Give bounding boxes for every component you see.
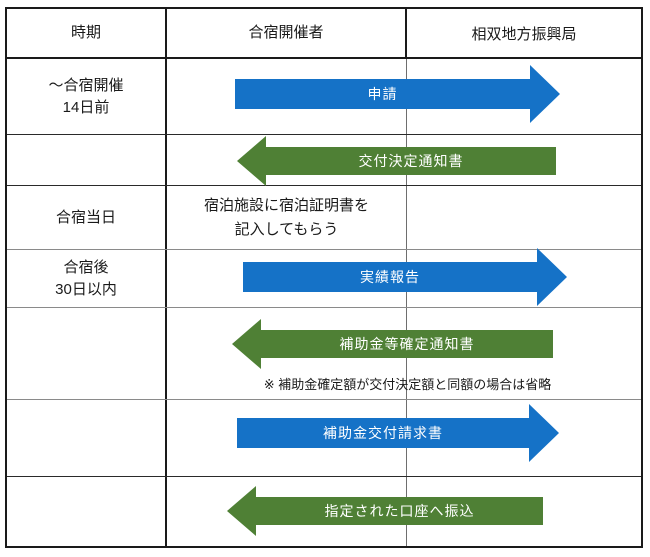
performance-report-arrow-right-icon: 実績報告: [243, 248, 567, 306]
header-cell-organizer: 合宿開催者: [167, 9, 407, 57]
performance-report-label: 実績報告: [360, 269, 420, 285]
grant-decision-notice-arrow-left-icon: 交付決定通知書: [237, 136, 556, 186]
header-row: 時期 合宿開催者 相双地方振興局: [7, 9, 641, 59]
header-cell-time: 時期: [7, 9, 167, 57]
time-cell-empty: [7, 400, 167, 476]
time-cell-empty: [7, 135, 167, 185]
row-application: ～合宿開催 14日前: [7, 59, 641, 135]
subsidy-confirmation-notice-label: 補助金等確定通知書: [339, 336, 475, 352]
time-cell-empty: [7, 308, 167, 399]
time-cell-camp-day: 合宿当日: [7, 186, 167, 249]
row-camp-day: 合宿当日 宿泊施設に宿泊証明書を 記入してもらう: [7, 186, 641, 250]
payment-request-arrow-right-icon: 補助金交付請求書: [237, 404, 559, 462]
grant-decision-notice-label: 交付決定通知書: [358, 153, 464, 169]
lodging-certificate-note: 宿泊施設に宿泊証明書を 記入してもらう: [167, 186, 407, 249]
arrowhead-left-icon: [237, 136, 266, 186]
bank-transfer-label: 指定された口座へ振込: [324, 503, 475, 519]
subsidy-footnote: ※ 補助金確定額が交付決定額と同額の場合は省略: [263, 377, 552, 392]
arrowhead-left-icon: [227, 486, 256, 536]
payment-request-label: 補助金交付請求書: [323, 425, 443, 441]
time-cell-before-camp: ～合宿開催 14日前: [7, 59, 167, 134]
bank-transfer-arrow-left-icon: 指定された口座へ振込: [227, 486, 543, 536]
time-cell-empty: [7, 477, 167, 546]
arrowhead-right-icon: [537, 248, 567, 306]
subsidy-confirmation-notice-arrow-left-icon: 補助金等確定通知書: [232, 319, 553, 369]
arrowhead-right-icon: [529, 404, 559, 462]
time-cell-after-camp: 合宿後 30日以内: [7, 250, 167, 307]
header-cell-bureau: 相双地方振興局: [471, 25, 577, 43]
application-arrow-label: 申請: [367, 86, 398, 102]
arrowhead-left-icon: [232, 319, 261, 369]
arrowhead-right-icon: [530, 65, 560, 123]
application-arrow-right-icon: 申請: [235, 65, 560, 123]
